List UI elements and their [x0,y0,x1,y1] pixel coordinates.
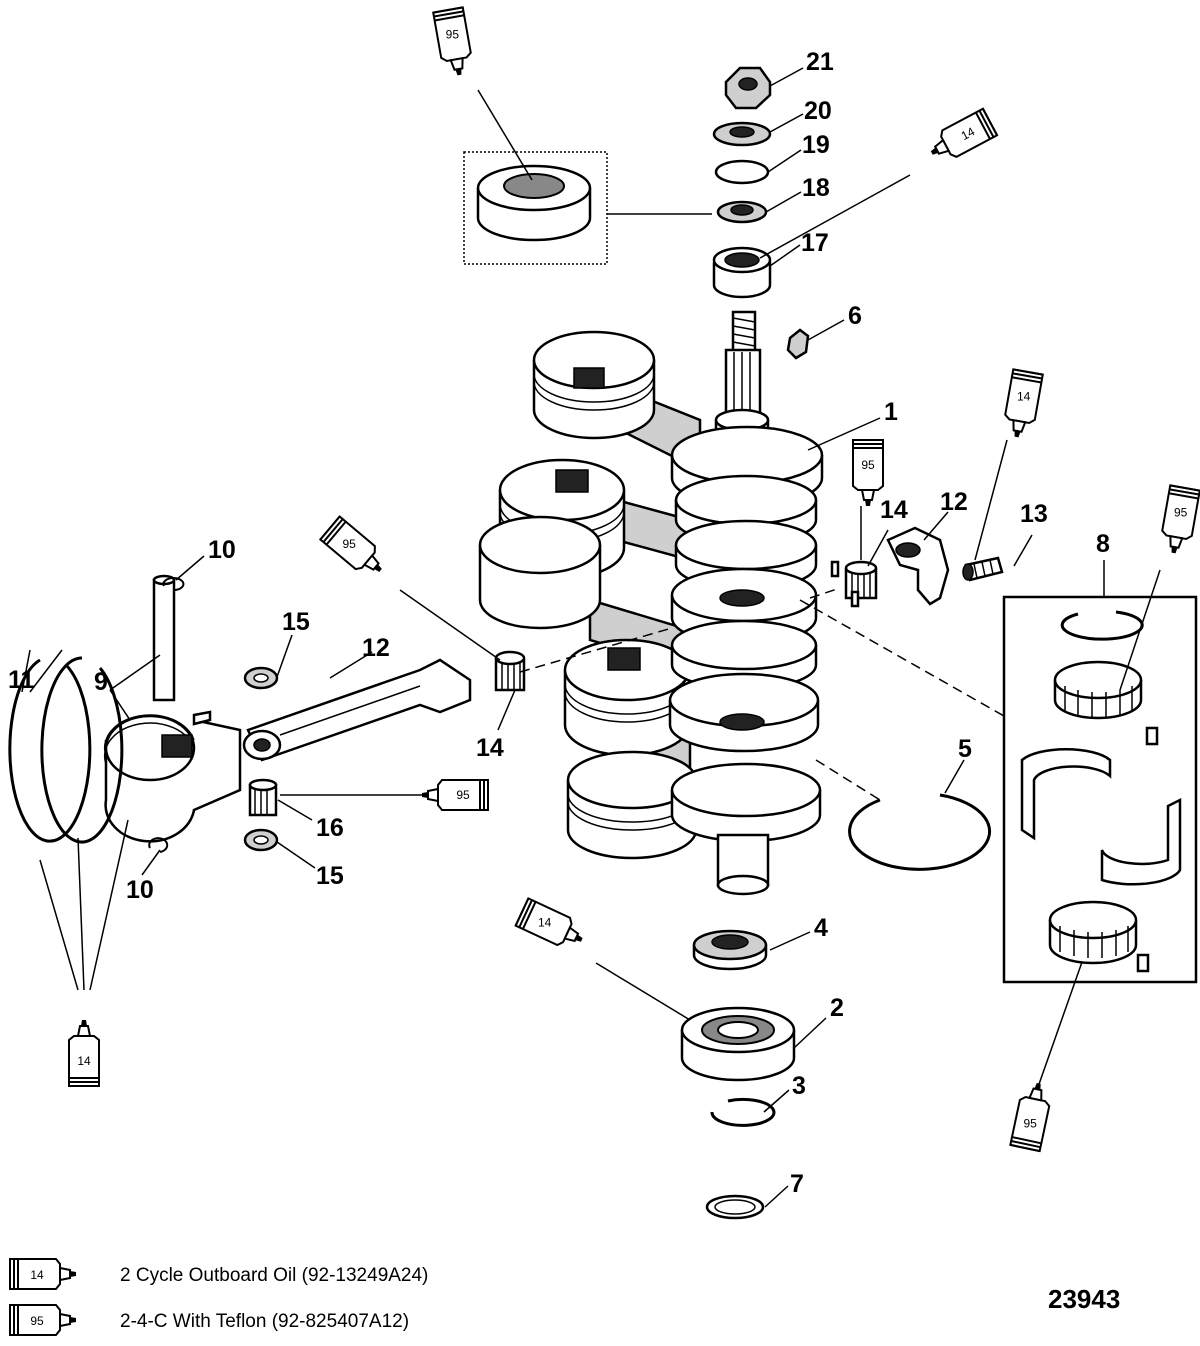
tube-95-needle: 95 [421,779,489,811]
svg-text:95: 95 [1024,1117,1038,1131]
rod-bearing-cage-part [494,650,526,692]
svg-text:95: 95 [861,458,875,472]
tube-95-cage: 95 [852,439,884,507]
leader-lines [21,67,1105,1208]
thrust-washer-lower-part [243,828,279,852]
callout-15b: 15 [316,862,344,890]
piston-and-pin-part [103,574,242,843]
key-part [786,328,810,360]
svg-text:14: 14 [30,1268,44,1282]
callout-5: 5 [958,735,972,763]
connecting-rod-part [242,658,472,762]
callout-20: 20 [804,97,832,125]
callout-10a: 10 [208,536,236,564]
piston-pin-clip-upper [162,577,185,591]
callout-6: 6 [848,302,862,330]
svg-text:14: 14 [538,916,552,930]
dashed-guide-line-2 [809,587,841,599]
svg-text:14: 14 [1017,390,1031,404]
callout-9: 9 [94,668,108,696]
tube-95-kit-bottom: 95 [1009,1079,1055,1153]
figure-number: 23943 [1048,1284,1120,1314]
callout-12a: 12 [362,634,390,662]
rod-cap-part [886,526,950,606]
dashed-guide-line-3 [799,599,1005,717]
piston-pin-clip-lower [148,837,169,853]
retaining-ring-part [710,1097,776,1127]
callout-16: 16 [316,814,344,842]
svg-text:95: 95 [30,1314,44,1328]
callout-21: 21 [806,48,834,76]
tube-95-seal: 95 [432,6,476,79]
seal-detail-box [463,151,712,265]
tube-14-capscrew: 14 [1000,368,1044,441]
piston-ring-inner [40,656,124,844]
tube-95-kit-top: 95 [1157,484,1200,557]
svg-text:95: 95 [446,28,460,42]
callout-7: 7 [790,1170,804,1198]
dashed-guide-line-1 [519,627,673,673]
callout-10b: 10 [126,876,154,904]
legend-grease-tube-icon: 95 [9,1304,77,1336]
tube-14-rings: 14 [68,1019,100,1087]
seal-part [716,200,768,224]
svg-text:14: 14 [77,1054,91,1068]
callout-14b: 14 [880,496,908,524]
callout-18: 18 [802,174,830,202]
piston-ring-outer [8,658,92,843]
callout-13: 13 [1020,500,1048,528]
tube-14-ball-bearing: 14 [514,897,590,955]
callout-19: 19 [802,131,830,159]
legend-oil-text: 2 Cycle Outboard Oil (92-13249A24) [120,1265,428,1286]
callout-8: 8 [1096,530,1110,558]
needle-bearing-part [248,778,278,817]
legend-grease-text: 2-4-C With Teflon (92-825407A12) [120,1311,409,1332]
lubricant-tubes: 95 14 14 95 95 95 95 14 14 95 [68,6,1200,1153]
callout-2: 2 [830,994,844,1022]
callout-12b: 12 [940,488,968,516]
tube-95-rod: 95 [319,515,392,583]
tube-14-bearing: 14 [923,107,999,168]
dashed-guide-line-4 [815,759,881,801]
nut-part [724,66,772,110]
cap-screw-part [962,556,1004,582]
legend: 14 2 Cycle Outboard Oil (92-13249A24) 95… [9,1258,428,1336]
lower-ball-bearing-part [680,1006,796,1082]
upper-bearing-part [712,246,772,299]
washer-part [712,121,772,147]
rod-bearing-cage-right-part [830,560,878,608]
o-ring-part [714,159,770,185]
callout-numbers: 21 20 19 18 17 6 1 14 12 13 8 10 15 12 1… [8,48,1110,1198]
lower-o-ring-part [705,1194,765,1220]
svg-text:95: 95 [456,788,470,802]
gear-part [692,929,768,971]
large-ring-part [848,793,992,871]
callout-3: 3 [792,1072,806,1100]
svg-text:95: 95 [342,537,356,551]
thrust-washer-upper-part [243,666,279,690]
callout-4: 4 [814,914,828,942]
legend-oil-tube-icon: 14 [9,1258,77,1290]
svg-text:95: 95 [1174,506,1188,520]
callout-1: 1 [884,398,898,426]
crankshaft-assembly [478,310,824,896]
callout-11: 11 [8,666,35,694]
callout-15a: 15 [282,608,310,636]
callout-14a: 14 [476,734,504,762]
bearing-kit-box [1002,595,1198,984]
svg-text:14: 14 [959,124,978,143]
callout-17: 17 [801,229,829,257]
